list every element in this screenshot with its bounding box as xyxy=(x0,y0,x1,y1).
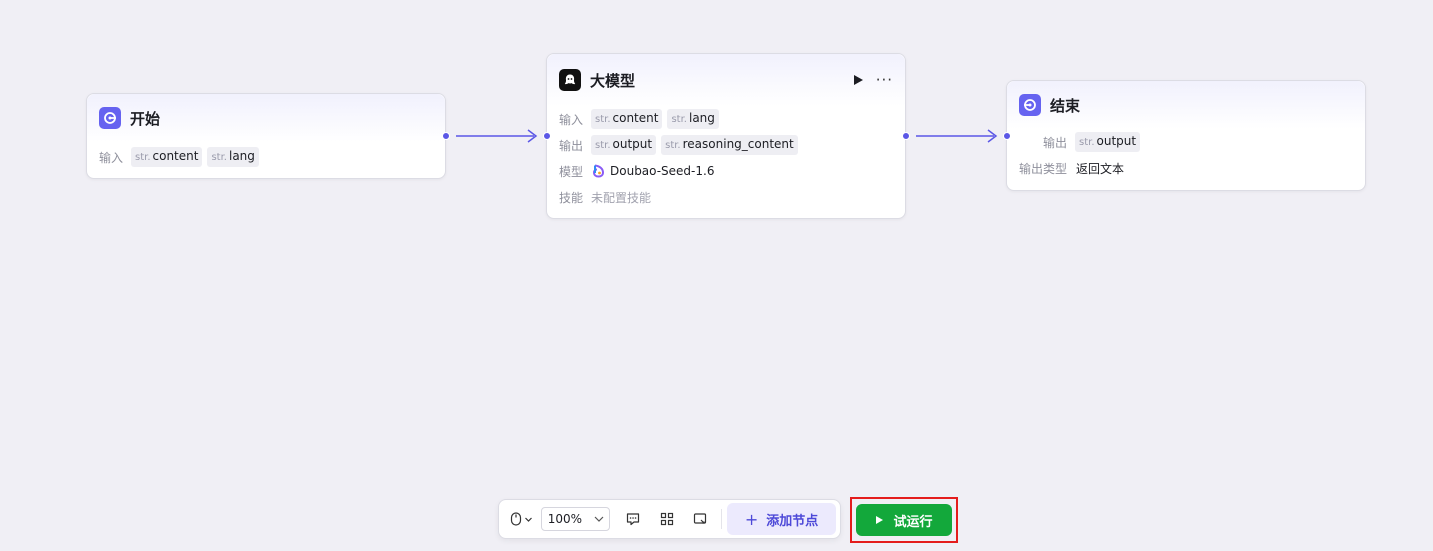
input-label: 输入 xyxy=(559,112,584,127)
input-param-tag: str. lang xyxy=(667,109,719,129)
output-param-tag: str. reasoning_content xyxy=(661,135,798,155)
end-icon xyxy=(1019,94,1041,116)
param-type: str. xyxy=(595,114,611,125)
llm-input-port[interactable] xyxy=(543,132,551,140)
zoom-select[interactable]: 100% xyxy=(540,507,611,531)
output-type-value: 返回文本 xyxy=(1076,161,1125,176)
param-type: str. xyxy=(211,152,227,163)
param-name: content xyxy=(152,149,199,163)
input-param-tag: str. content xyxy=(591,109,663,129)
param-name: content xyxy=(612,111,659,125)
plus-icon: + xyxy=(744,509,759,529)
llm-model-row: 模型 Doubao-Seed-1.6 xyxy=(547,158,905,184)
start-output-port[interactable] xyxy=(442,132,450,140)
add-node-button[interactable]: + 添加节点 xyxy=(727,503,836,535)
end-node-title: 结束 xyxy=(1050,96,1081,115)
comment-icon xyxy=(626,513,640,526)
minimap-icon xyxy=(694,513,707,524)
llm-node-title: 大模型 xyxy=(590,71,636,90)
start-icon xyxy=(99,107,121,129)
input-label: 输入 xyxy=(99,150,124,165)
run-node-play-icon[interactable] xyxy=(852,74,864,86)
play-icon xyxy=(876,516,884,524)
zoom-value: 100% xyxy=(547,512,583,526)
start-input-row: 输入 str. content str. lang xyxy=(87,144,445,170)
run-button-highlight: 试运行 xyxy=(850,497,958,543)
start-node-title: 开始 xyxy=(130,109,161,128)
output-label: 输出 xyxy=(559,138,584,153)
doubao-logo-icon xyxy=(592,164,605,178)
param-name: lang xyxy=(688,111,715,125)
output-param-tag: str. output xyxy=(591,135,657,155)
output-label: 输出 xyxy=(1042,135,1067,150)
edge-start-to-llm[interactable] xyxy=(456,129,538,143)
skill-value: 未配置技能 xyxy=(591,190,652,205)
model-name: Doubao-Seed-1.6 xyxy=(610,164,715,178)
add-node-label: 添加节点 xyxy=(766,513,819,529)
auto-layout-button[interactable] xyxy=(650,505,684,533)
param-type: str. xyxy=(1079,137,1095,148)
test-run-button[interactable]: 试运行 xyxy=(856,504,952,536)
chevron-down-icon xyxy=(594,516,604,522)
output-type-label: 输出类型 xyxy=(1019,161,1068,176)
param-name: output xyxy=(612,137,653,151)
param-name: output xyxy=(1096,134,1137,148)
llm-input-row: 输入 str. content str. lang xyxy=(547,106,905,132)
toolbar-divider xyxy=(721,509,723,529)
minimap-button[interactable] xyxy=(683,505,717,533)
param-name: lang xyxy=(228,149,255,163)
param-type: str. xyxy=(595,140,611,151)
llm-node-header: 大模型 ··· xyxy=(547,54,905,106)
llm-node-actions: ··· xyxy=(852,70,893,89)
comment-button[interactable] xyxy=(616,505,650,533)
end-node[interactable]: 结束 输出 str. output 输出类型 返回文本 xyxy=(1006,80,1366,191)
llm-skill-row: 技能 未配置技能 xyxy=(547,184,905,210)
llm-node[interactable]: 大模型 ··· 输入 str. content str. lang 输出 str… xyxy=(546,53,906,219)
start-node-header: 开始 xyxy=(87,94,445,142)
llm-output-row: 输出 str. output str. reasoning_content xyxy=(547,132,905,158)
canvas-toolbar: 100% xyxy=(498,499,841,539)
end-output-row: 输出 str. output xyxy=(1007,129,1365,155)
interaction-mode-button[interactable] xyxy=(507,505,537,533)
param-type: str. xyxy=(671,114,687,125)
llm-model-icon xyxy=(559,69,581,91)
output-param-tag: str. output xyxy=(1075,132,1141,152)
end-node-header: 结束 xyxy=(1007,81,1365,129)
param-type: str. xyxy=(665,140,681,151)
param-name: reasoning_content xyxy=(682,137,794,151)
mouse-icon xyxy=(511,512,522,526)
llm-output-port[interactable] xyxy=(902,132,910,140)
chevron-down-icon xyxy=(525,517,533,522)
skill-label: 技能 xyxy=(559,190,584,205)
input-param-tag: str. lang xyxy=(207,147,259,167)
model-label: 模型 xyxy=(559,164,584,179)
end-output-type-row: 输出类型 返回文本 xyxy=(1007,155,1365,181)
layout-grid-icon xyxy=(660,512,673,526)
param-type: str. xyxy=(135,152,151,163)
edge-llm-to-end[interactable] xyxy=(916,129,998,143)
start-node[interactable]: 开始 输入 str. content str. lang xyxy=(86,93,446,179)
test-run-label: 试运行 xyxy=(893,514,933,530)
more-options-icon[interactable]: ··· xyxy=(875,70,893,89)
input-param-tag: str. content xyxy=(131,147,203,167)
end-input-port[interactable] xyxy=(1003,132,1011,140)
